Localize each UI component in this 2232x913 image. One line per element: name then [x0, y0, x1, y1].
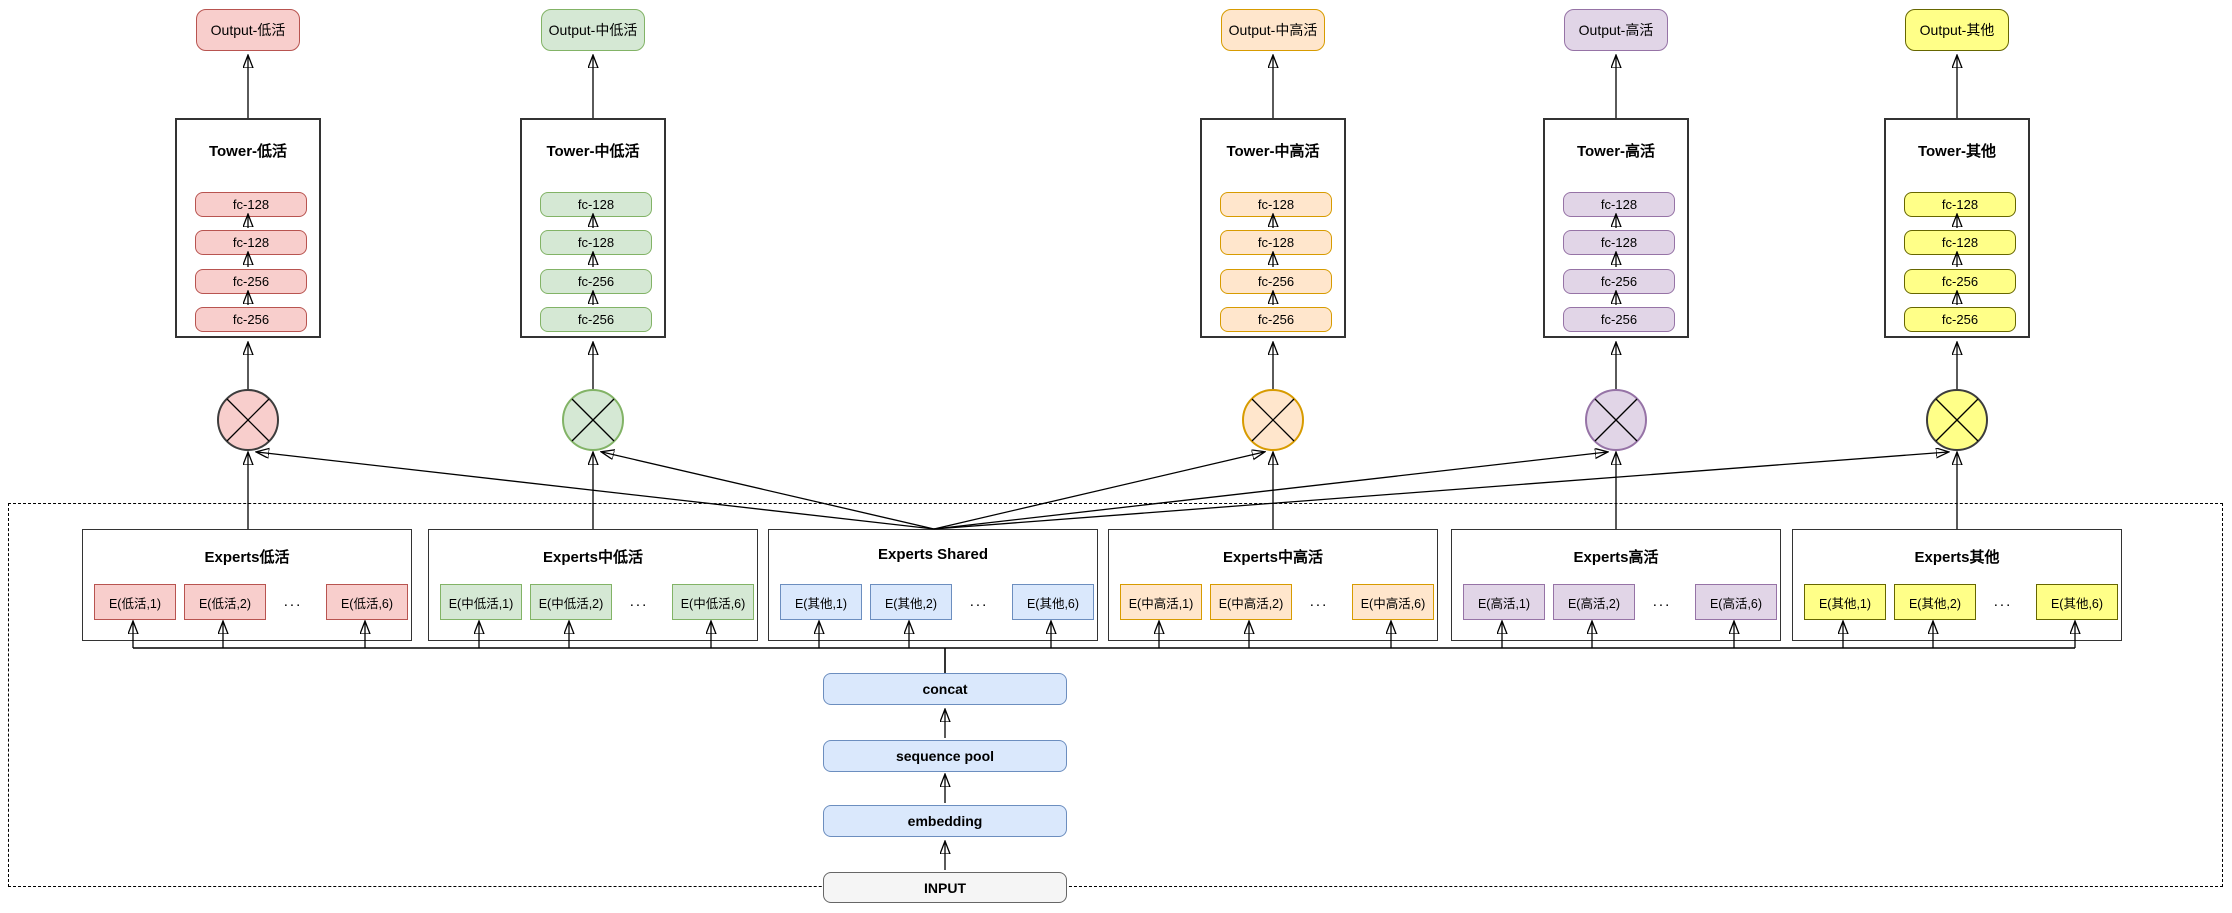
ellipsis: ...: [1652, 592, 1672, 610]
tower-node-zhonggaohuo: Tower-中高活 fc-128 fc-128 fc-256 fc-256: [1200, 118, 1346, 338]
expert-node: E(中低活,2): [530, 584, 612, 620]
fc-layer: fc-256: [540, 269, 652, 294]
multiply-gate-icon-zhongdihuo: [562, 389, 624, 451]
fc-layer: fc-128: [1220, 230, 1332, 255]
output-node-zhonggaohuo: Output-中高活: [1221, 9, 1325, 51]
ellipsis: ...: [629, 592, 649, 610]
fc-layer: fc-256: [195, 269, 307, 294]
fc-layer: fc-128: [195, 192, 307, 217]
fc-layer: fc-128: [540, 192, 652, 217]
expert-node: E(低活,6): [326, 584, 408, 620]
tower-title: Tower-高活: [1576, 143, 1656, 160]
output-node-qita: Output-其他: [1905, 9, 2009, 51]
expert-node: E(其他,2): [1894, 584, 1976, 620]
expert-node: E(中高活,6): [1352, 584, 1434, 620]
multiply-gate-icon-zhonggaohuo: [1242, 389, 1304, 451]
expert-node: E(中高活,2): [1210, 584, 1292, 620]
expert-node: E(其他,1): [1804, 584, 1886, 620]
experts-group-title: Experts中高活: [1222, 549, 1324, 566]
fc-layer: fc-256: [195, 307, 307, 332]
experts-group-title: Experts低活: [204, 549, 290, 566]
tower-node-gaohuo: Tower-高活 fc-128 fc-128 fc-256 fc-256: [1543, 118, 1689, 338]
ellipsis: ...: [1309, 592, 1329, 610]
ellipsis: ...: [283, 592, 303, 610]
experts-group-dihuo: Experts低活 E(低活,1) E(低活,2) ... E(低活,6): [82, 529, 412, 641]
fc-layer: fc-256: [540, 307, 652, 332]
expert-node: E(高活,6): [1695, 584, 1777, 620]
output-label: Output-其他: [1919, 22, 1995, 38]
experts-group-zhonggaohuo: Experts中高活 E(中高活,1) E(中高活,2) ... E(中高活,6…: [1108, 529, 1438, 641]
fc-layer: fc-128: [1220, 192, 1332, 217]
tower-title: Tower-中高活: [1226, 143, 1320, 160]
expert-node: E(低活,1): [94, 584, 176, 620]
expert-node: E(其他,2): [870, 584, 952, 620]
sequence-pool-node: sequence pool: [823, 740, 1067, 772]
expert-node: E(高活,1): [1463, 584, 1545, 620]
output-node-zhongdihuo: Output-中低活: [541, 9, 645, 51]
tower-title: Tower-低活: [208, 143, 288, 160]
gate-to-tower-arrows: [248, 343, 1957, 390]
tower-title: Tower-中低活: [546, 143, 640, 160]
multiply-gate-icon-dihuo: [217, 389, 279, 451]
tower-title: Tower-其他: [1917, 143, 1997, 160]
output-node-dihuo: Output-低活: [196, 9, 300, 51]
ellipsis: ...: [969, 592, 989, 610]
multiply-gate-icon-qita: [1926, 389, 1988, 451]
experts-group-title: Experts高活: [1573, 549, 1659, 566]
output-label: Output-中低活: [548, 22, 638, 38]
tower-node-dihuo: Tower-低活 fc-128 fc-128 fc-256 fc-256: [175, 118, 321, 338]
concat-node: concat: [823, 673, 1067, 705]
fc-layer: fc-128: [195, 230, 307, 255]
fc-layer: fc-128: [1563, 192, 1675, 217]
expert-node: E(中低活,1): [440, 584, 522, 620]
experts-group-qita: Experts其他 E(其他,1) E(其他,2) ... E(其他,6): [1792, 529, 2122, 641]
input-node: INPUT: [823, 872, 1067, 903]
expert-node: E(高活,2): [1553, 584, 1635, 620]
fc-layer: fc-128: [1904, 192, 2016, 217]
expert-node: E(中高活,1): [1120, 584, 1202, 620]
fc-layer: fc-128: [540, 230, 652, 255]
output-node-gaohuo: Output-高活: [1564, 9, 1668, 51]
fc-layer: fc-256: [1563, 307, 1675, 332]
tower-node-qita: Tower-其他 fc-128 fc-128 fc-256 fc-256: [1884, 118, 2030, 338]
tower-node-zhongdihuo: Tower-中低活 fc-128 fc-128 fc-256 fc-256: [520, 118, 666, 338]
fc-layer: fc-128: [1904, 230, 2016, 255]
fc-layer: fc-256: [1563, 269, 1675, 294]
fc-layer: fc-256: [1904, 307, 2016, 332]
experts-group-title: Experts Shared: [877, 546, 989, 563]
experts-group-title: Experts中低活: [542, 549, 644, 566]
expert-node: E(其他,6): [1012, 584, 1094, 620]
expert-node: E(其他,1): [780, 584, 862, 620]
output-label: Output-高活: [1578, 22, 1654, 38]
expert-node: E(低活,2): [184, 584, 266, 620]
experts-group-title: Experts其他: [1914, 549, 2000, 566]
tower-to-output-arrows: [248, 56, 1957, 118]
fc-layer: fc-256: [1220, 307, 1332, 332]
fc-layer: fc-256: [1220, 269, 1332, 294]
embedding-node: embedding: [823, 805, 1067, 837]
experts-group-zhongdihuo: Experts中低活 E(中低活,1) E(中低活,2) ... E(中低活,6…: [428, 529, 758, 641]
output-label: Output-中高活: [1228, 22, 1318, 38]
output-label: Output-低活: [210, 22, 286, 38]
ellipsis: ...: [1993, 592, 2013, 610]
fc-layer-arrows: [248, 215, 1957, 305]
fc-layer: fc-256: [1904, 269, 2016, 294]
expert-node: E(其他,6): [2036, 584, 2118, 620]
experts-group-shared: Experts Shared E(其他,1) E(其他,2) ... E(其他,…: [768, 529, 1098, 641]
fc-layer: fc-128: [1563, 230, 1675, 255]
expert-node: E(中低活,6): [672, 584, 754, 620]
experts-group-gaohuo: Experts高活 E(高活,1) E(高活,2) ... E(高活,6): [1451, 529, 1781, 641]
multiply-gate-icon-gaohuo: [1585, 389, 1647, 451]
